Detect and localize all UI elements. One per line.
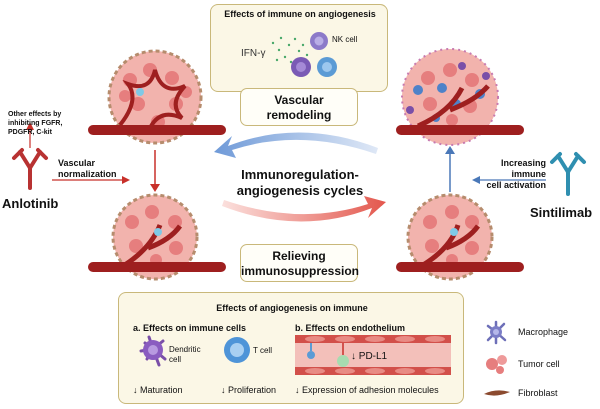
vascular-normalization-line2: normalization (58, 169, 117, 179)
ifn-gamma-label: IFN-γ (241, 48, 266, 59)
t-cell-label: T cell (253, 346, 272, 355)
increasing-activation-arrow-icon (472, 176, 546, 184)
tumor-bottom-left-icon (88, 193, 226, 281)
other-effects-line1: Other effects by (8, 111, 62, 118)
cycle-arrow-red (222, 196, 386, 222)
maturation-text: ↓ Maturation (133, 385, 183, 395)
angiogenesis-on-immune-panel: Effects of angiogenesis on immune a. Eff… (118, 292, 464, 404)
left-down-arrow-icon (150, 150, 160, 192)
pdl1-text: ↓ PD-L1 (351, 351, 388, 362)
section-a-title: a. Effects on immune cells (133, 323, 247, 333)
right-up-arrow-icon (445, 146, 455, 192)
vascular-remodeling-callout: Vascular remodeling (240, 88, 358, 126)
dendritic-cell-icon (139, 335, 167, 367)
vascular-normalization-arrow-icon (52, 176, 130, 184)
cycle-title: Immunoregulation- angiogenesis cycles (200, 167, 400, 199)
fibroblast-icon (484, 390, 510, 396)
top-panel-title: Effects of immune on angiogenesis (224, 9, 376, 19)
t-cell-icon (224, 337, 250, 363)
legend-label-macrophage: Macrophage (518, 327, 569, 337)
legend-label-tumor-cell: Tumor cell (518, 359, 560, 369)
cycle-arrow-blue (214, 132, 378, 158)
dendritic-line2: cell (169, 355, 182, 364)
vascular-normalization-text: Vascular normalization (58, 158, 117, 180)
cycle-title-line2: angiogenesis cycles (236, 183, 364, 198)
anlotinib-up-arrow-icon (26, 122, 34, 148)
relieving-immunosuppression-callout: Relieving immunosuppression (240, 244, 360, 282)
immune-cell-blue-icon (317, 57, 337, 77)
other-effects-text: Other effects by inhibiting FGFR, PDGFR,… (8, 110, 62, 137)
increasing-line1: Increasing immune (500, 158, 546, 179)
tumor-top-right-icon (396, 48, 524, 146)
anlotinib-antibody-icon (12, 148, 48, 190)
sintilimab-antibody-icon (550, 152, 586, 196)
adhesion-text: ↓ Expression of adhesion molecules (295, 385, 439, 395)
relieving-line1: Relieving (272, 249, 326, 263)
dendritic-cell-label: Dendritic cell (169, 345, 201, 365)
bottom-panel-title: Effects of angiogenesis on immune (216, 303, 368, 313)
vascular-remodeling-line1: Vascular (274, 93, 324, 107)
bottom-panel-graphics (139, 335, 451, 375)
tumor-top-left-icon (88, 49, 226, 145)
legend-label-fibroblast: Fibroblast (518, 388, 558, 398)
dendritic-line1: Dendritic (169, 345, 201, 354)
nk-cell-label: NK cell (332, 35, 358, 44)
macrophage-icon (486, 320, 507, 345)
nk-cell-icon (310, 32, 328, 50)
ifn-dots (271, 36, 309, 64)
vascular-remodeling-line2: remodeling (266, 108, 332, 122)
endothelium-vessel (295, 335, 451, 375)
anlotinib-label: Anlotinib (2, 196, 59, 211)
increasing-activation-text: Increasing immune cell activation (478, 158, 546, 191)
sintilimab-label: Sintilimab (530, 205, 593, 220)
relieving-line2: immunosuppression (241, 264, 360, 278)
increasing-line2: cell activation (486, 180, 546, 190)
cycle-title-line1: Immunoregulation- (241, 167, 359, 182)
vascular-normalization-line1: Vascular (58, 158, 96, 168)
immune-cell-purple-icon (291, 57, 311, 77)
ifn-gamma-diagram (271, 32, 337, 77)
tumor-cell-icon (486, 355, 507, 374)
section-b-title: b. Effects on endothelium (295, 323, 406, 333)
immune-on-angiogenesis-panel: Effects of immune on angiogenesis NK cel… (210, 4, 388, 92)
other-effects-line3: PDGFR, C-kit (8, 129, 52, 136)
tumor-bottom-right-icon (396, 193, 524, 281)
proliferation-text: ↓ Proliferation (221, 385, 277, 395)
other-effects-line2: inhibiting FGFR, (8, 120, 63, 127)
